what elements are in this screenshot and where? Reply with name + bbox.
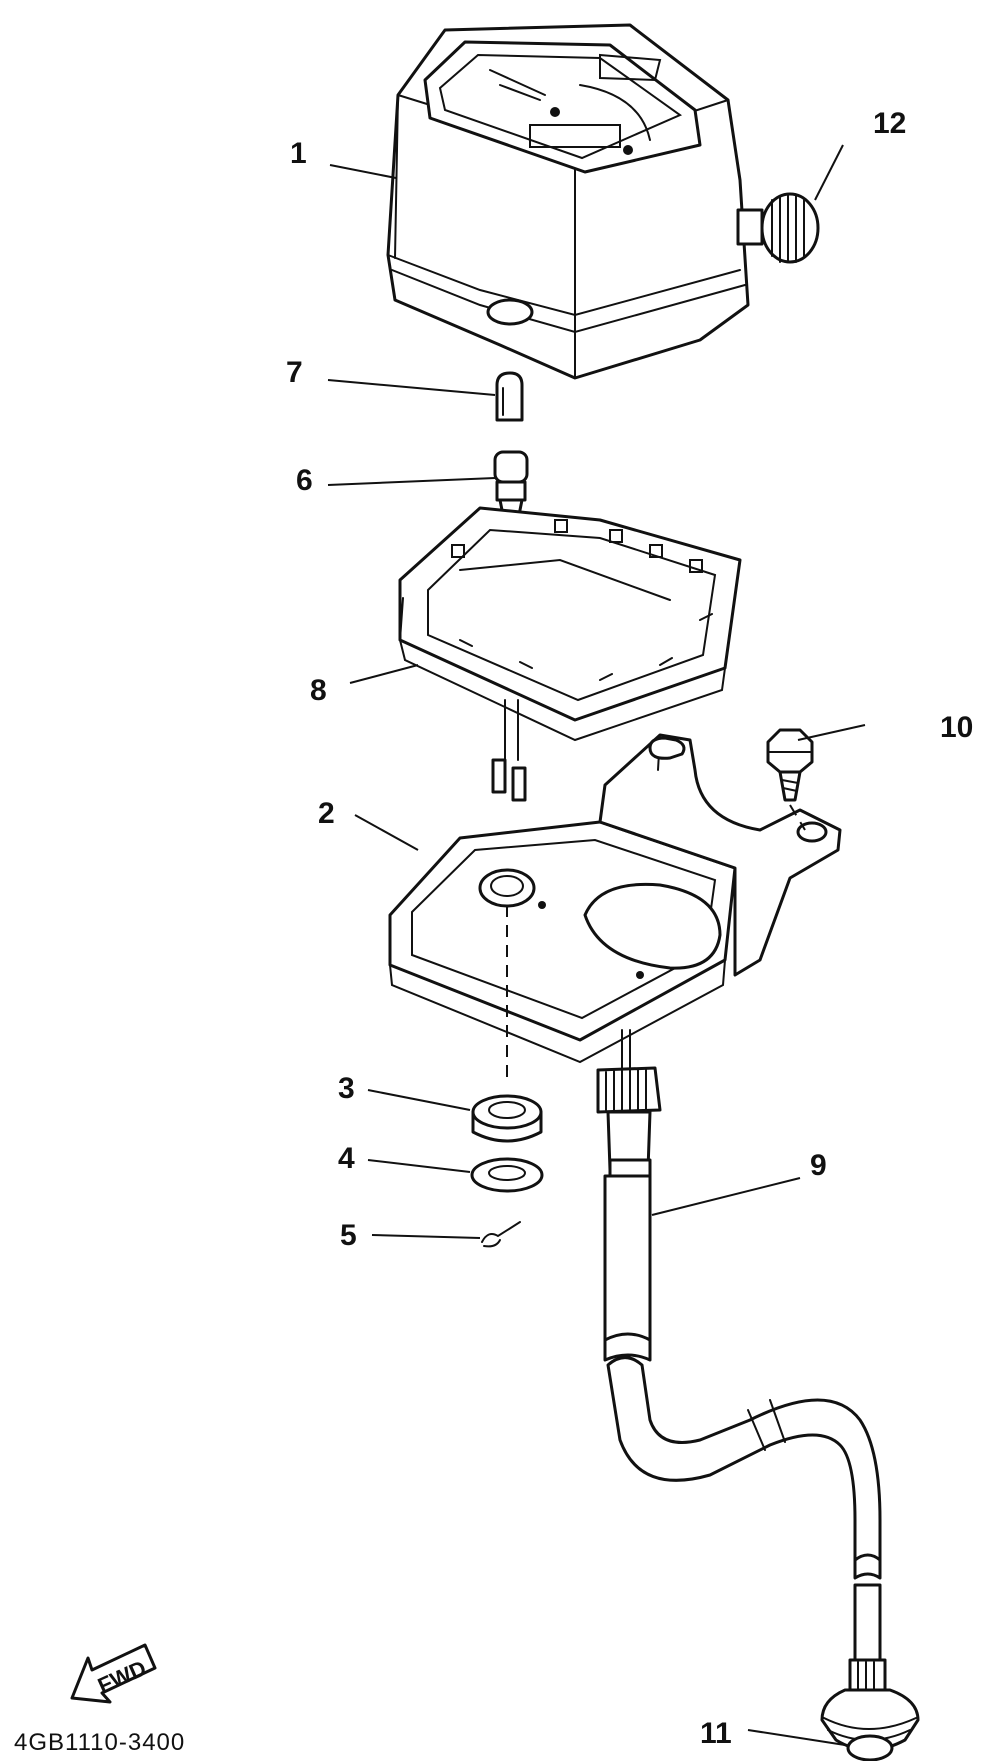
washer bbox=[470, 1157, 544, 1193]
meter-housing bbox=[386, 23, 750, 380]
callout-2: 2 bbox=[318, 797, 335, 830]
leader-lines bbox=[327, 144, 866, 1746]
reset-knob bbox=[736, 192, 820, 264]
meter-gasket bbox=[398, 506, 742, 802]
callout-6: 6 bbox=[296, 464, 313, 497]
callout-3: 3 bbox=[338, 1072, 355, 1105]
speedometer-cable bbox=[596, 1029, 920, 1752]
callout-4: 4 bbox=[338, 1142, 355, 1175]
mounting-bolt bbox=[766, 728, 814, 831]
drawing-code: 4GB1110-3400 bbox=[14, 1729, 185, 1756]
callout-9: 9 bbox=[810, 1149, 827, 1182]
callout-1: 1 bbox=[290, 137, 307, 170]
callout-10: 10 bbox=[940, 711, 973, 744]
callout-7: 7 bbox=[286, 356, 303, 389]
grommet bbox=[471, 1094, 543, 1143]
callout-8: 8 bbox=[310, 674, 327, 707]
callout-11: 11 bbox=[700, 1717, 732, 1750]
callout-5: 5 bbox=[340, 1219, 357, 1252]
forward-direction-arrow: FWD bbox=[70, 1643, 157, 1704]
meter-bracket bbox=[388, 733, 842, 1064]
callout-12: 12 bbox=[873, 107, 906, 140]
retaining-clip bbox=[481, 1221, 521, 1248]
o-ring bbox=[846, 1734, 894, 1761]
indicator-bulb bbox=[495, 371, 524, 422]
